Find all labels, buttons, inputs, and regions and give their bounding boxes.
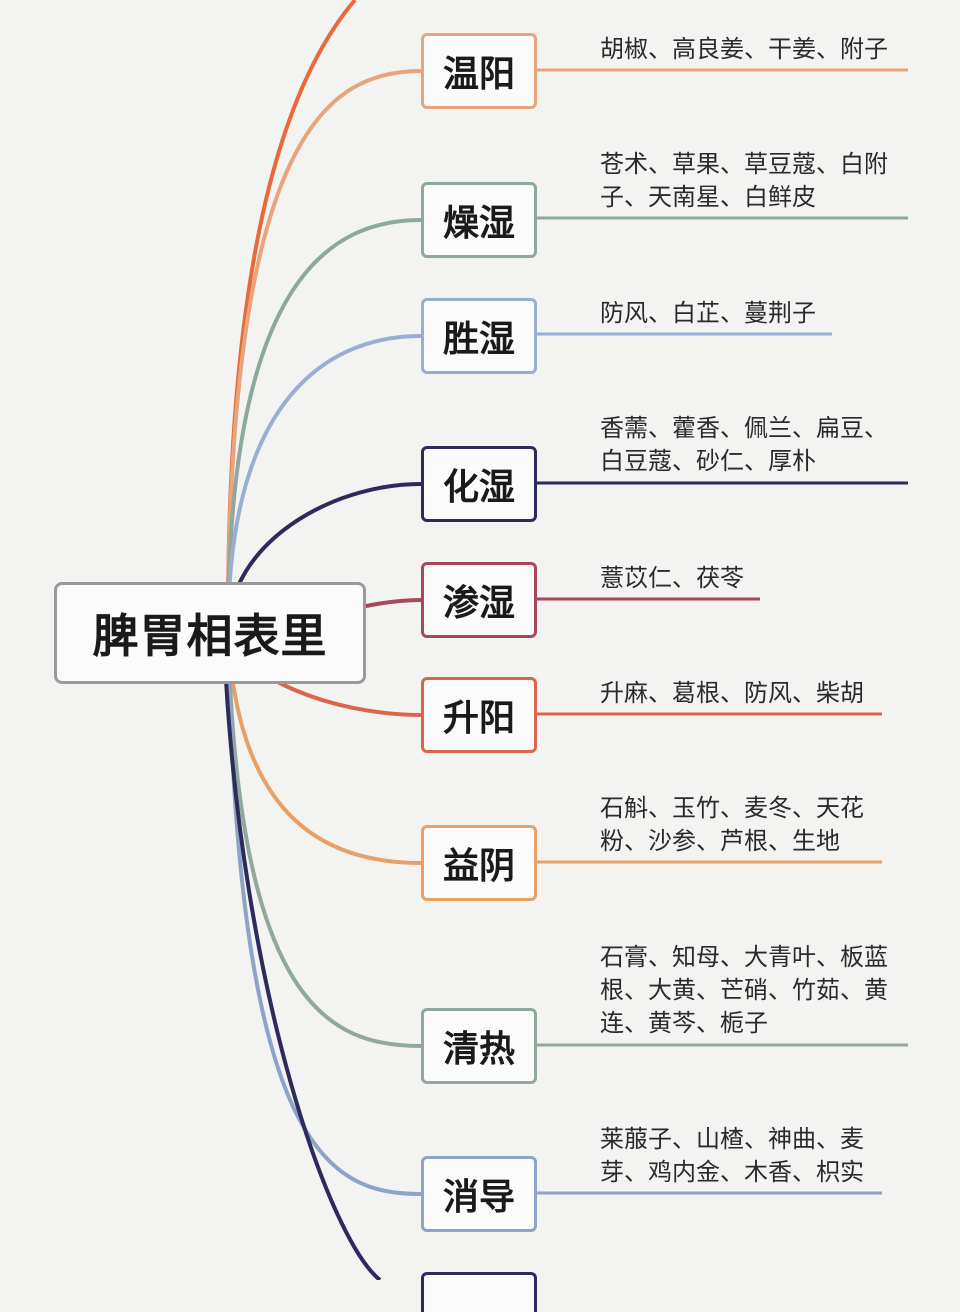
branch-label: 益阴 (442, 846, 515, 887)
branch-node: 升阳 (421, 677, 537, 753)
herb-list: 香薷、藿香、佩兰、扁豆、白豆蔻、砂仁、厚朴 (600, 414, 888, 475)
herb-list: 薏苡仁、茯苓 (600, 564, 744, 592)
herb-list: 防风、白芷、蔓荆子 (600, 299, 816, 327)
branch-curve (226, 632, 422, 865)
clipped-branch-curve (226, 0, 357, 601)
branch-curve (226, 632, 422, 1048)
herb-list: 升麻、葛根、防风、柴胡 (600, 679, 864, 707)
branch-underlines (537, 68, 908, 1195)
branch-label: 升阳 (442, 698, 515, 739)
branch-curve (226, 218, 422, 634)
branch-curve (226, 632, 422, 1196)
root-label: 脾胃相表里 (92, 609, 328, 663)
branch-node: 化湿 (421, 446, 537, 522)
branch-node: 益阴 (421, 825, 537, 901)
branch-curve (226, 334, 422, 634)
herb-list: 胡椒、高良姜、干姜、附子 (600, 35, 888, 63)
branch-node: 胜湿 (421, 298, 537, 374)
branch-node: 渗湿 (421, 562, 537, 638)
branch-label: 胜湿 (442, 319, 515, 360)
branch-node: 燥湿 (421, 182, 537, 258)
branch-node: 消导 (421, 1156, 537, 1232)
herb-list: 莱菔子、山楂、神曲、麦芽、鸡内金、木香、枳实 (600, 1125, 864, 1186)
branch-label: 温阳 (442, 54, 515, 95)
cutoff-branch-node (421, 1272, 537, 1312)
branch-curve (226, 69, 422, 634)
herb-list: 石膏、知母、大青叶、板蓝根、大黄、芒硝、竹茹、黄连、黄芩、栀子 (600, 943, 888, 1037)
branch-label: 消导 (442, 1177, 515, 1218)
branch-node: 温阳 (421, 33, 537, 109)
root-node: 脾胃相表里 (54, 582, 366, 684)
branch-label: 渗湿 (442, 583, 515, 624)
branch-label: 清热 (442, 1029, 515, 1070)
branch-label: 燥湿 (442, 203, 515, 244)
branch-node: 清热 (421, 1008, 537, 1084)
herb-list: 石斛、玉竹、麦冬、天花粉、沙参、芦根、生地 (600, 794, 864, 855)
herb-list: 苍术、草果、草豆蔻、白附子、天南星、白鲜皮 (600, 150, 888, 211)
cutoff-branch-curve (224, 679, 382, 1280)
branch-label: 化湿 (442, 467, 515, 508)
